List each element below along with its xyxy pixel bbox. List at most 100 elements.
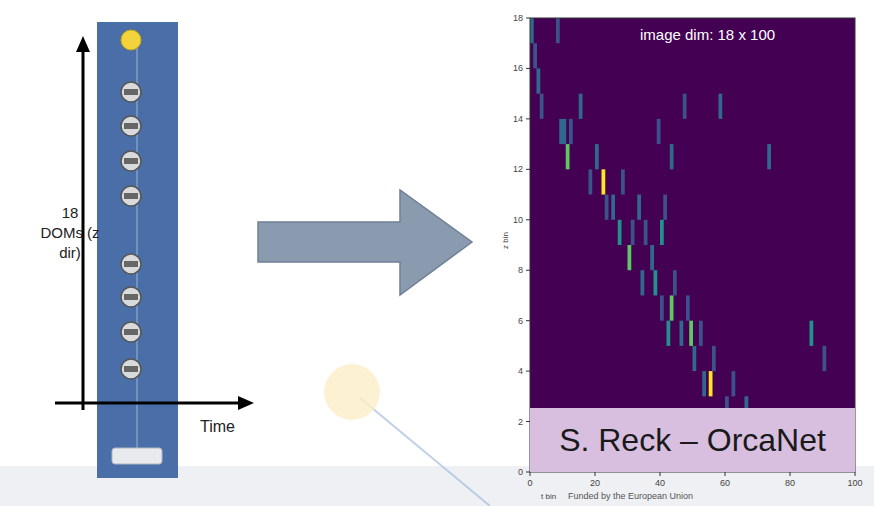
heatmap-cell: [530, 18, 534, 43]
tick-label: 80: [785, 478, 795, 488]
heatmap-cell: [654, 270, 658, 295]
heatmap-cell: [611, 195, 615, 220]
caption-band-ground: [530, 408, 855, 472]
heatmap-cell: [569, 119, 573, 144]
x-tick: [595, 472, 596, 476]
plot-annotation: image dim: 18 x 100: [640, 26, 775, 43]
heatmap-cell: [683, 94, 687, 119]
dom-band: [124, 123, 138, 129]
x-tick: [790, 472, 791, 476]
dom-band: [124, 294, 138, 300]
x-tick: [660, 472, 661, 476]
heatmap-cell: [533, 43, 537, 68]
y-tick: [526, 18, 530, 19]
heatmap-cell: [566, 144, 570, 169]
heatmap-cell: [602, 169, 606, 194]
funding-note: Funded by the European Union: [568, 491, 693, 501]
heatmap-cell: [702, 371, 706, 396]
dom-sphere: [121, 254, 141, 274]
heatmap-cell: [689, 321, 693, 346]
arrow-head: [76, 36, 90, 52]
heatmap-cell: [663, 195, 667, 220]
y-tick: [526, 270, 530, 271]
heatmap-cell: [693, 346, 697, 371]
detector-string: [97, 22, 178, 478]
heatmap-cell: [670, 295, 674, 320]
heatmap-cell: [537, 68, 541, 93]
heatmap-cell: [563, 119, 567, 144]
credit-text: S. Reck – OrcaNet: [559, 422, 826, 459]
time-axis: [55, 402, 240, 405]
heatmap-cell: [540, 94, 544, 119]
heatmap-cell: [660, 295, 664, 320]
heatmap-cell: [641, 270, 645, 295]
plot-frame: [530, 18, 855, 472]
heatmap-cell: [644, 220, 648, 245]
heatmap-cell: [650, 245, 654, 270]
heatmap-cell: [637, 195, 641, 220]
axis-label: Time: [200, 418, 235, 436]
heatmap-cell: [719, 94, 723, 119]
tick-label: 0: [518, 467, 523, 477]
tick-label: 6: [518, 316, 523, 326]
x-tick: [725, 472, 726, 476]
heatmap-cell: [660, 220, 664, 245]
heatmap-cells: [530, 18, 826, 447]
heatmap-cell: [631, 220, 635, 245]
tick-label: 12: [513, 164, 523, 174]
dom-band: [124, 261, 138, 267]
heatmap-cell: [621, 169, 625, 194]
x-tick: [855, 472, 856, 476]
y-tick: [526, 219, 530, 220]
tick-marks: [526, 18, 855, 476]
y-tick: [526, 169, 530, 170]
y-tick: [526, 118, 530, 119]
y-tick: [526, 371, 530, 372]
heatmap-cell: [680, 321, 684, 346]
anchor-base: [112, 448, 162, 464]
heatmap-cell: [605, 195, 609, 220]
heatmap-cell: [559, 119, 563, 144]
heatmap-cell: [579, 94, 583, 119]
dom-band: [124, 193, 138, 199]
heatmap-cell: [667, 321, 671, 346]
y-tick: [526, 68, 530, 69]
heatmap-cell: [686, 295, 690, 320]
dom-top: [121, 30, 141, 50]
tick-label: 20: [590, 478, 600, 488]
pointer-line: [360, 398, 490, 506]
dom-sphere: [121, 287, 141, 307]
y-tick: [526, 320, 530, 321]
heatmap-cell: [589, 169, 593, 194]
x-tick: [530, 472, 531, 476]
dom-group: [121, 30, 141, 379]
heatmap-cell: [670, 144, 674, 169]
tick-label: 18: [513, 13, 523, 23]
tick-label: 10: [513, 215, 523, 225]
axis-title: z bin: [501, 232, 510, 249]
heatmap-cell: [699, 321, 703, 346]
tick-label: 2: [518, 417, 523, 427]
dom-sphere: [121, 359, 141, 379]
tick-label: 14: [513, 114, 523, 124]
heatmap-cell: [823, 346, 827, 371]
heatmap-cell: [628, 245, 632, 270]
tick-label: 0: [527, 478, 532, 488]
tick-label: 100: [847, 478, 862, 488]
tick-label: 40: [655, 478, 665, 488]
heatmap-cell: [657, 119, 661, 144]
tick-label: 4: [518, 366, 523, 376]
transform-arrow: [258, 190, 472, 295]
axis-title: t bin: [541, 492, 556, 501]
pointer-glow: [324, 364, 380, 420]
dom-band: [124, 89, 138, 95]
tick-label: 8: [518, 265, 523, 275]
heatmap-ground: [530, 18, 855, 472]
arrow-head: [238, 396, 254, 410]
tick-label: 60: [720, 478, 730, 488]
heatmap-cell: [732, 371, 736, 396]
dom-band: [124, 158, 138, 164]
heatmap-cell: [673, 270, 677, 295]
heatmap-cell: [712, 346, 716, 371]
dom-band: [124, 366, 138, 372]
